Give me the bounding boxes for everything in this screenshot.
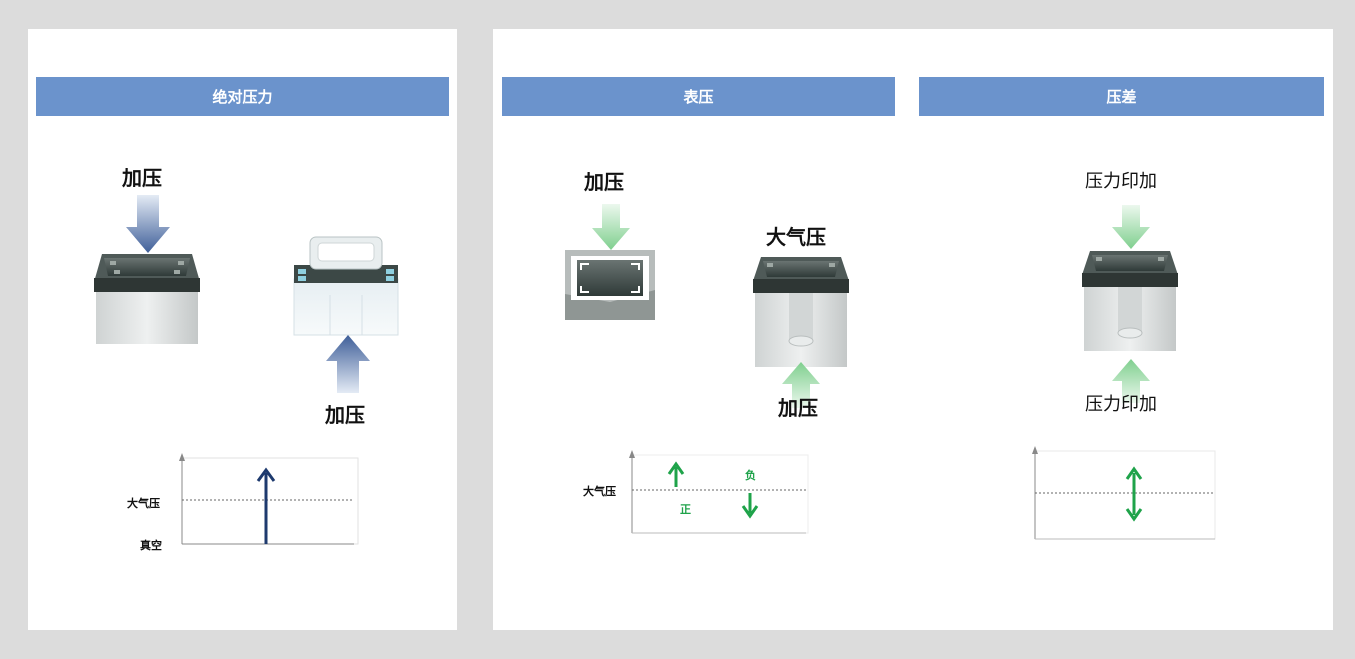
sensor-chip-gauge-icon — [753, 257, 849, 367]
differential-pressure-header: 压差 — [919, 77, 1324, 116]
axis-label-vacuum: 真空 — [140, 539, 162, 552]
differential-arrow-down-icon — [1112, 205, 1150, 249]
gauge-negative-label: 负 — [745, 469, 756, 482]
gauge-axis-label: 大气压 — [583, 485, 616, 498]
differential-label-top: 压力印加 — [1085, 171, 1157, 192]
absolute-pressure-header: 绝对压力 — [36, 77, 449, 116]
gauge-label-bottom: 加压 — [778, 396, 818, 420]
gauge-differential-panel: 表压 压差 加压 大气压 加压 — [493, 29, 1333, 630]
sensor-chip-top-icon — [565, 250, 655, 320]
pressure-label-top: 加压 — [122, 166, 162, 190]
pressure-label-bottom: 加压 — [325, 403, 365, 427]
absolute-pressure-panel: 绝对压力 加压 加压 大气压 真空 — [28, 29, 457, 630]
sensor-chip-absolute-icon — [94, 254, 200, 344]
pressure-arrow-up-icon — [326, 335, 370, 393]
differential-arrow-up-icon — [1112, 359, 1150, 403]
absolute-pressure-scale — [179, 453, 359, 545]
differential-label-bottom: 压力印加 — [1085, 394, 1157, 415]
gauge-arrow-up-icon — [782, 362, 820, 408]
axis-label-atmospheric: 大气压 — [127, 497, 160, 510]
gauge-arrow-down-icon — [592, 204, 630, 250]
gauge-pressure-scale — [629, 450, 809, 534]
gauge-positive-label: 正 — [680, 503, 691, 516]
gauge-pressure-header: 表压 — [502, 77, 895, 116]
gauge-label-top: 加压 — [584, 170, 624, 194]
sensor-chip-differential-icon — [1082, 251, 1178, 351]
differential-pressure-scale — [1032, 446, 1216, 540]
pressure-arrow-down-icon — [126, 195, 170, 253]
gauge-label-atmospheric: 大气压 — [766, 225, 826, 249]
sensor-chip-backside-icon — [293, 236, 399, 336]
